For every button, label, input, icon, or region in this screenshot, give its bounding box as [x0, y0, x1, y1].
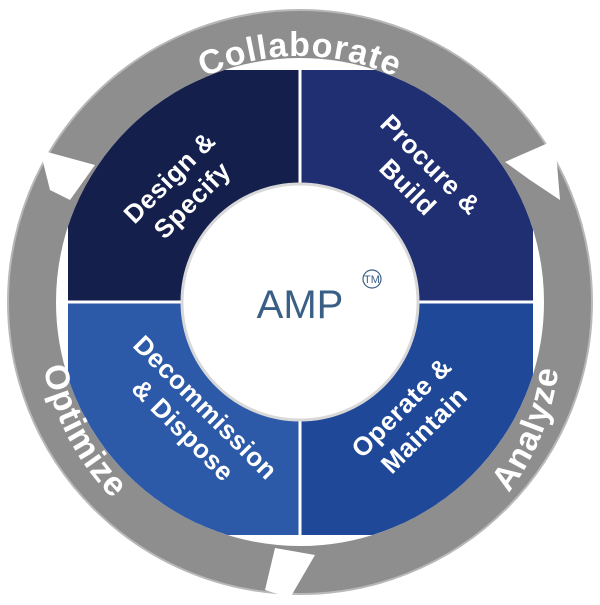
trademark-circle: [362, 269, 382, 289]
trademark-label: TM: [364, 274, 380, 286]
center-title: AMP: [257, 283, 344, 327]
ring-arrow-top-left: [40, 150, 95, 200]
center-circle: [180, 182, 420, 422]
ring-arrow-bottom: [265, 548, 315, 598]
outer-ring-edge: [7, 9, 593, 595]
ring-arrow-right: [505, 140, 560, 200]
